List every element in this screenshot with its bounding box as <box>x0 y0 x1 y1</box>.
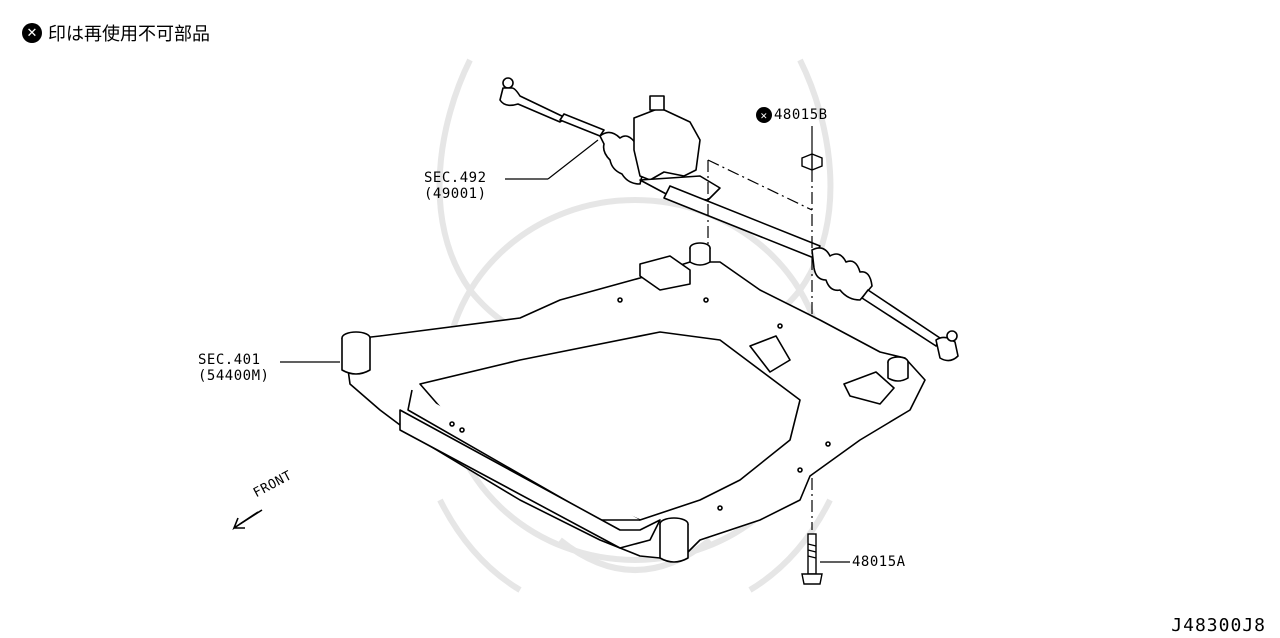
left-tie-rod-ball <box>502 77 514 89</box>
callout-bolt: 48015A <box>852 554 906 570</box>
note-text: 印は再使用不可部品 <box>48 24 210 45</box>
gear-housing <box>633 107 701 181</box>
nut-48015b <box>801 153 823 171</box>
callout-suspension-member-section: SEC.401 <box>198 352 261 368</box>
callout-suspension-member: SEC.401 (54400M) <box>198 352 269 384</box>
callout-steering-gear-part: (49001) <box>424 186 487 202</box>
non-reusable-parts-note: ✕ 印は再使用不可部品 <box>22 20 210 46</box>
steering-gear-assembly <box>499 77 959 362</box>
arrow-down-left-icon <box>232 509 263 531</box>
callout-steering-gear-section: SEC.492 <box>424 170 487 186</box>
callout-suspension-member-part: (54400M) <box>198 368 270 384</box>
right-boot <box>811 247 873 301</box>
callout-nut-code: 48015B <box>774 107 828 123</box>
callout-bolt-code: 48015A <box>852 554 906 570</box>
bushing-front-left <box>341 331 371 375</box>
right-tie-rod-ball <box>946 330 958 342</box>
bolt-48015a <box>801 533 823 585</box>
diagram-code: J48300J8 <box>1171 615 1266 636</box>
callout-nut: ✕48015B <box>756 107 828 123</box>
bushing-front-right <box>659 517 689 563</box>
bushing-rear-left <box>689 242 711 266</box>
front-direction-indicator: FRONT <box>228 468 320 528</box>
callout-steering-gear: SEC.492 (49001) <box>424 170 487 202</box>
rack-tube <box>663 185 821 259</box>
circled-x-icon: ✕ <box>22 23 42 43</box>
front-suspension-member <box>341 242 926 563</box>
circled-x-icon: ✕ <box>756 107 772 123</box>
bushing-rear-right <box>887 356 909 382</box>
